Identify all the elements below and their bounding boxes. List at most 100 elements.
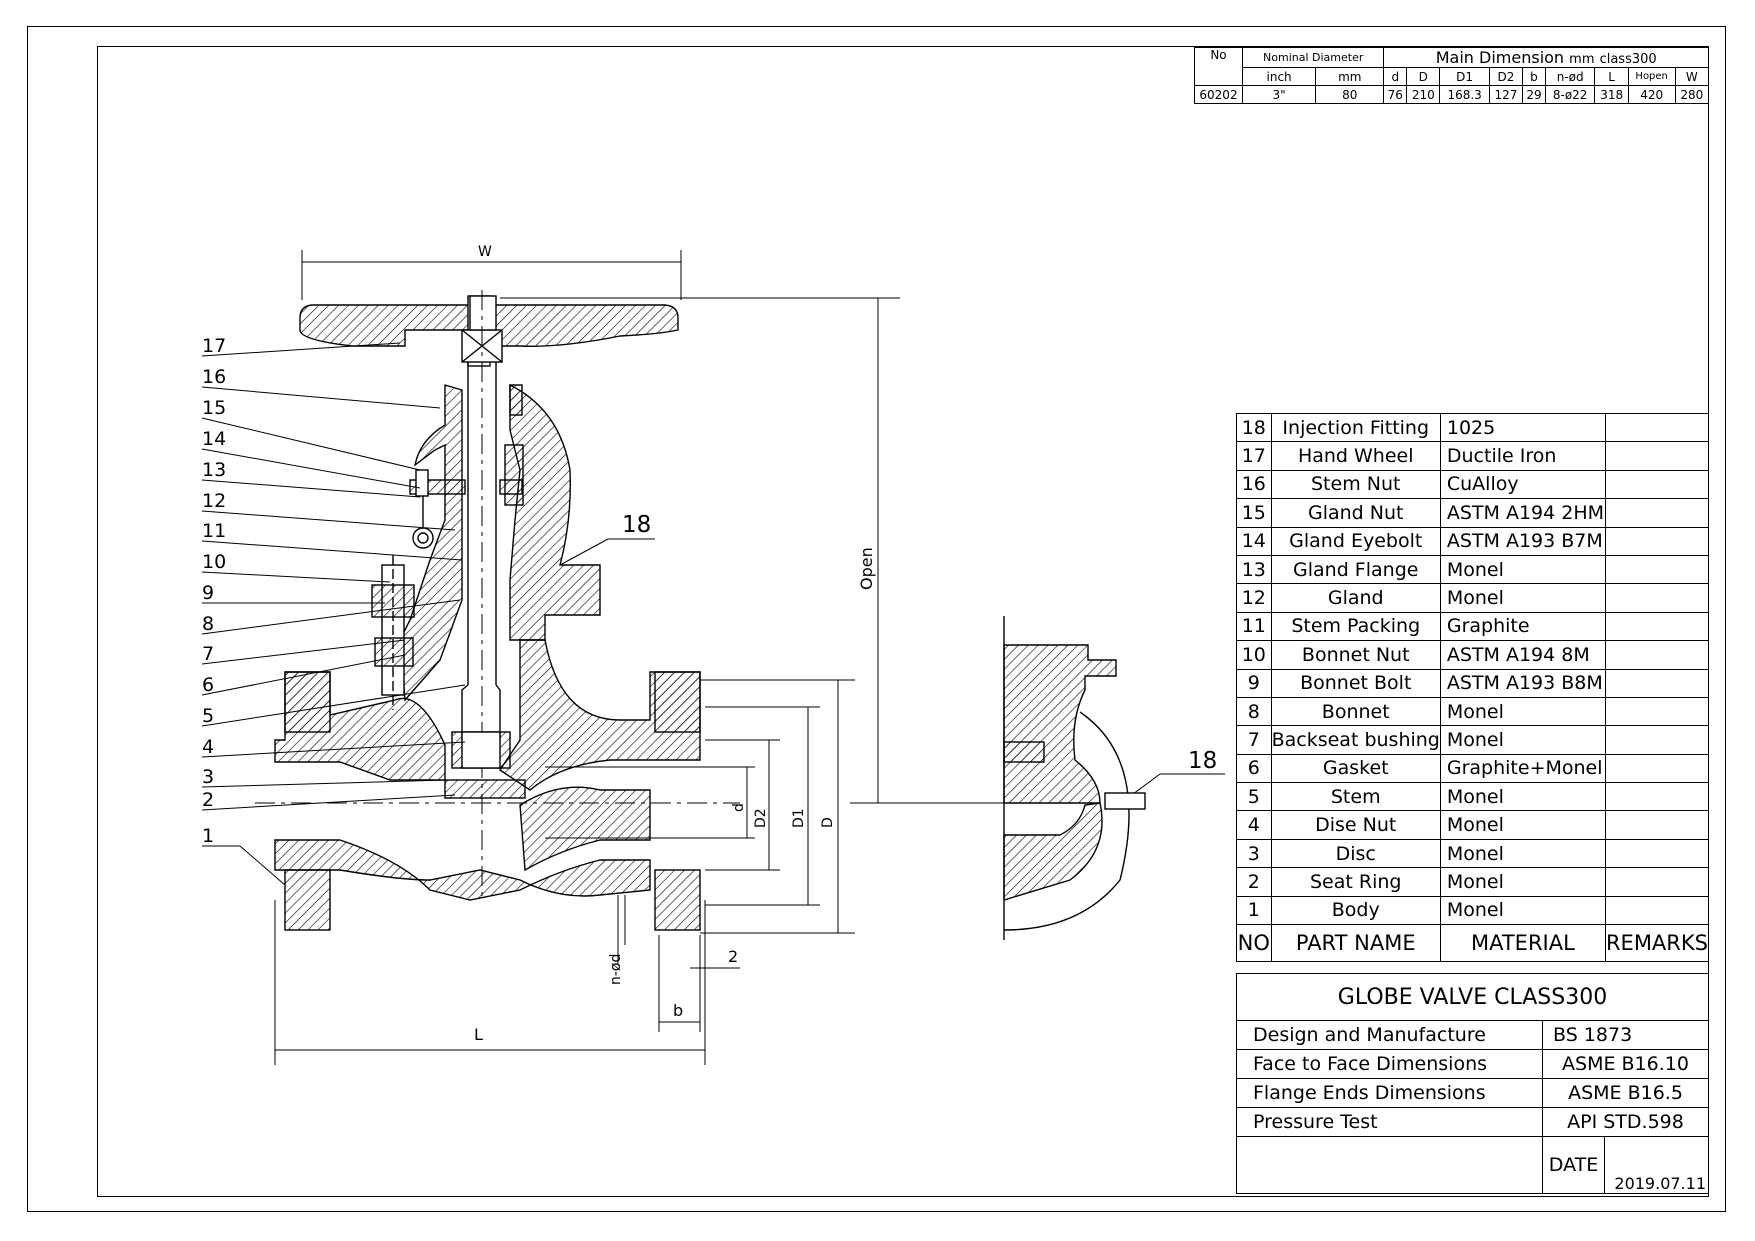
- part-material: Monel: [1439, 782, 1606, 812]
- part-name: Stem: [1270, 782, 1441, 812]
- callout-1: 1: [202, 825, 214, 847]
- body-shape: [274, 639, 701, 931]
- dim-header-nominal: Nominal Diameter: [1241, 47, 1385, 68]
- dim-header-no: No: [1194, 47, 1243, 86]
- callout-leaders: [201, 342, 1225, 886]
- part-no: 9: [1236, 668, 1272, 698]
- part-material: Monel: [1439, 895, 1606, 926]
- callout-5: 5: [202, 705, 214, 727]
- title-block-empty: [1236, 1136, 1543, 1194]
- dim-col-b: b: [1522, 67, 1546, 86]
- part-no: 7: [1236, 725, 1272, 755]
- part-material: ASTM A193 B7M: [1439, 526, 1606, 556]
- part-name: Gland Flange: [1270, 554, 1441, 585]
- dim-col-L: L: [1594, 67, 1629, 86]
- dim-w-label: W: [478, 244, 492, 260]
- part-remarks: [1604, 441, 1710, 471]
- date-label: DATE: [1542, 1136, 1605, 1194]
- part-material: Monel: [1439, 696, 1606, 727]
- part-remarks: [1604, 838, 1710, 869]
- dim-header-unit: mm: [1569, 52, 1595, 67]
- part-no: 17: [1236, 441, 1272, 471]
- part-name: Gland: [1270, 583, 1441, 613]
- dim-D-label: D: [820, 817, 836, 828]
- part-material: Ductile Iron: [1439, 441, 1606, 471]
- callout-9: 9: [202, 582, 214, 604]
- part-no: 14: [1236, 526, 1272, 556]
- dim-col-D: D: [1406, 67, 1441, 86]
- dim-2-label: 2: [728, 947, 738, 966]
- part-material: ASTM A194 8M: [1439, 640, 1606, 670]
- part-remarks: [1604, 526, 1710, 556]
- dim-nd-label: n-ød: [608, 954, 624, 985]
- info-label: Flange Ends Dimensions: [1236, 1078, 1543, 1108]
- parts-header-row: NO PART NAME MATERIAL REMARKS: [1236, 924, 1710, 963]
- part-material: Monel: [1439, 583, 1606, 613]
- bonnet-bolt-shape: [371, 555, 415, 710]
- info-value: ASME B16.5: [1542, 1078, 1709, 1108]
- part-no: 13: [1236, 554, 1272, 585]
- part-name: Backseat bushing: [1270, 725, 1441, 755]
- dim-d-label: d: [731, 803, 747, 812]
- dim-cell: 168.3: [1439, 85, 1490, 104]
- dim-cell: 318: [1594, 85, 1629, 104]
- callout-6: 6: [202, 674, 214, 696]
- callout-4: 4: [202, 736, 214, 758]
- part-no: 15: [1236, 498, 1272, 528]
- dim-cell: 76: [1383, 85, 1408, 104]
- part-remarks: [1604, 583, 1710, 613]
- dim-l-label: L: [474, 1025, 483, 1044]
- part-remarks: [1604, 725, 1710, 755]
- callout-7: 7: [202, 643, 214, 665]
- part-remarks: [1604, 895, 1710, 926]
- part-name: Gasket: [1270, 753, 1441, 784]
- part-remarks: [1604, 640, 1710, 670]
- callout-10: 10: [202, 551, 226, 573]
- part-no: 3: [1236, 838, 1272, 869]
- callout-14: 14: [202, 428, 226, 450]
- part-material: ASTM A193 B8M: [1439, 668, 1606, 698]
- dim-header-main-label: Main Dimension: [1435, 48, 1565, 67]
- part-material: Monel: [1439, 810, 1606, 840]
- part-name: Bonnet Bolt: [1270, 668, 1441, 698]
- dim-col-hopen: Hopen: [1627, 67, 1676, 86]
- part-no: 4: [1236, 810, 1272, 840]
- part-remarks: [1604, 867, 1710, 897]
- part-no: 11: [1236, 611, 1272, 642]
- callout-13: 13: [202, 459, 226, 481]
- parts-header-no: NO: [1236, 924, 1272, 963]
- dim-cell: 29: [1522, 85, 1546, 104]
- info-value: ASME B16.10: [1542, 1049, 1709, 1079]
- outer-border: [27, 26, 1726, 1212]
- callout-2: 2: [202, 789, 214, 811]
- dimension-lines: [274, 250, 1005, 1065]
- part-no: 6: [1236, 753, 1272, 784]
- dim-header-main: Main Dimension mm class300: [1383, 47, 1709, 68]
- parts-header-material: MATERIAL: [1439, 924, 1606, 963]
- part-remarks: [1604, 810, 1710, 840]
- callout-18: 18: [622, 512, 651, 538]
- drawing-title: GLOBE VALVE CLASS300: [1236, 973, 1709, 1021]
- dim-cell: 280: [1674, 85, 1710, 104]
- callout-8: 8: [202, 613, 214, 635]
- part-no: 5: [1236, 782, 1272, 812]
- dim-b-label: b: [673, 1001, 683, 1020]
- part-name: Bonnet Nut: [1270, 640, 1441, 670]
- info-label: Pressure Test: [1236, 1107, 1543, 1137]
- part-name: Bonnet: [1270, 696, 1441, 727]
- part-remarks: [1604, 554, 1710, 585]
- info-label: Design and Manufacture: [1236, 1020, 1543, 1050]
